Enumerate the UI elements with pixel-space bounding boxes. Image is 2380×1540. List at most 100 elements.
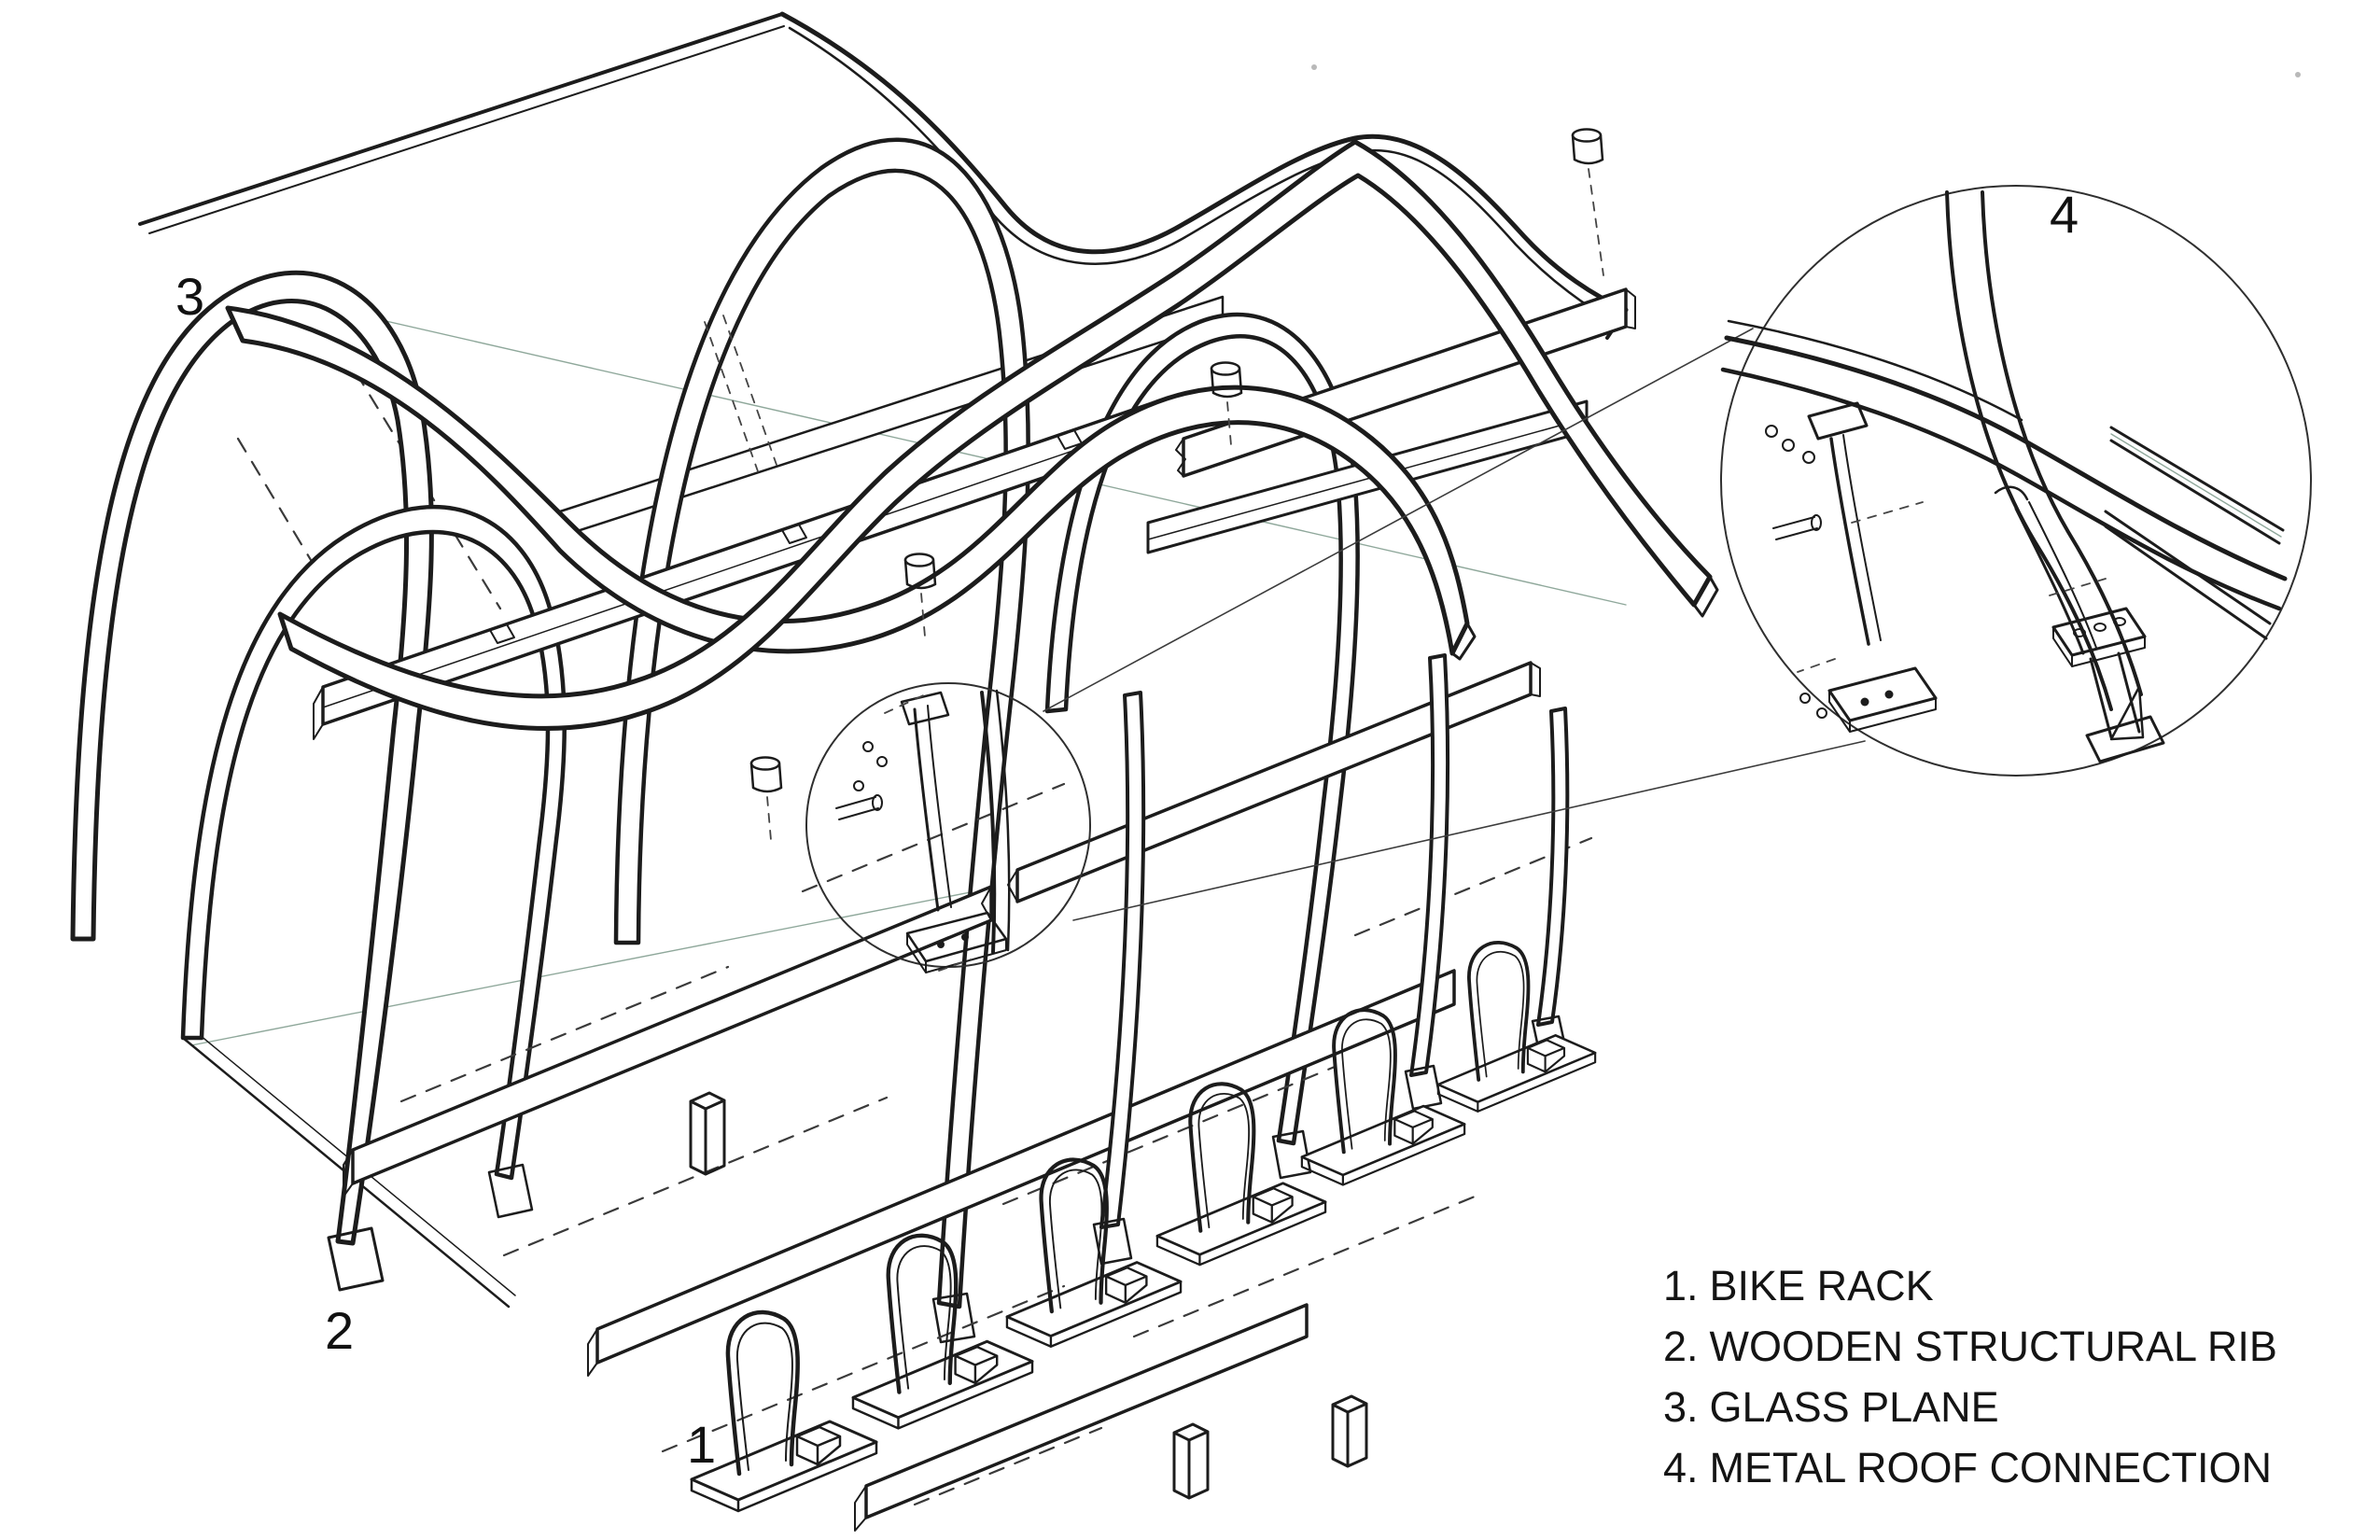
connection-pegs [749,128,1604,841]
drawing-stroke [779,11,1629,313]
drawing-stroke [1226,401,1232,446]
drawing-stroke [2295,72,2301,77]
drawing-stroke [1072,740,1866,921]
drawing-stroke [2028,501,2097,649]
drawing-stroke [1424,653,1449,1074]
drawing-stroke [1210,361,1241,376]
drawing-stroke [913,1426,1103,1506]
drawing-stroke [749,762,783,793]
metal-strap [2014,507,2085,655]
legend-item-label: BIKE RACK [1709,1262,1934,1309]
drawing-stroke [1530,662,1541,697]
drawing-stroke [884,692,972,972]
drawing-stroke [906,932,1007,973]
wooden-rib-arch-1 [70,270,434,1292]
wave-roof-band-upper [225,305,1477,661]
drawing-stroke [835,796,879,820]
drawing-stroke [1571,128,1603,143]
legend-item: 4. METAL ROOF CONNECTION [1663,1444,2277,1505]
legend-item-number: 3. [1663,1383,1699,1431]
drawing-stroke [399,965,730,1103]
drawing-stroke [1116,691,1145,1226]
drawing-stroke [872,794,883,811]
legend-item: 1. BIKE RACK [1663,1262,2277,1323]
legend-item-number: 2. [1663,1323,1699,1370]
drawing-stroke [1811,514,1822,531]
legend-item-number: 1. [1663,1262,1699,1309]
bike-rack-6 [1435,940,1598,1113]
drawing-stroke [749,756,781,771]
drawing-stroke [613,137,1030,1309]
wooden-rib-arch-3 [613,137,1030,1344]
rib-2-foot [487,1163,534,1219]
drawing-stroke [1860,697,1869,707]
drawing-stroke [1311,64,1317,70]
drawing-stroke [1588,168,1604,276]
drawing-stroke [190,888,990,1046]
post-footing [2085,715,2165,763]
left-strap [1829,437,1870,646]
wave-roof-band-lower [277,139,1719,731]
drawing-stroke [980,691,997,954]
ground-beams [343,661,1541,1532]
drawing-stroke [2109,685,2145,741]
drawing-stroke [1147,417,1588,540]
rib-1-foot [327,1226,385,1292]
peg [903,553,937,637]
drawing-stroke [1782,439,1795,452]
drawing-stroke [900,691,950,726]
post [2089,651,2141,739]
drawing-stroke [225,305,1470,656]
rib-edge-right [1981,190,2143,696]
wooden-rib-arch-2 [180,505,567,1219]
drawing-stroke [1720,185,2312,777]
drawing-stroke [1692,575,1719,618]
drawing-stroke [937,941,945,948]
drawing-stroke [1450,622,1477,661]
detail-source-circle [805,682,1091,973]
drawing-stroke [903,553,935,567]
drawing-stroke [1772,516,1818,540]
drawing-stroke [689,1091,726,1176]
callout-number-1: 1 [687,1415,717,1474]
drawing-stroke [200,530,550,1176]
drawing-stroke [340,347,502,610]
peg [1210,361,1243,446]
drawing-stroke [1994,485,2029,501]
metal-roof-connection-detail [1720,185,2312,777]
drawing-stroke [1828,690,1937,733]
drawing-stroke [862,741,874,752]
drawing-stroke [1802,451,1815,464]
drawing-stroke [1015,661,1533,903]
drawing-stroke [343,1149,354,1197]
drawing-stroke [1331,1394,1368,1468]
anchor-sleeves [689,1091,1368,1500]
drawing-stroke [489,623,515,644]
bike-racks [692,940,1598,1511]
drawing-stroke [766,796,772,841]
drawing-stroke [70,270,434,1246]
paper-marks [1311,64,2301,77]
drawing-stroke [961,933,969,941]
leader-lines [1043,328,1866,921]
drawing-stroke [1816,707,1827,719]
legend-item-label: METAL ROOF CONNECTION [1709,1444,2273,1491]
drawing-stroke [853,780,864,791]
drawing-stroke [995,689,1011,952]
drawing-stroke [876,756,888,767]
drawing-stroke [148,25,785,234]
callout-number-3: 3 [175,267,205,326]
drawing-stroke [351,885,993,1185]
callout-number-2: 2 [325,1301,355,1360]
drawing-stroke [2093,623,2107,632]
legend-item-label: WOODEN STRUCTURAL RIB [1709,1323,2277,1370]
drawing-stroke [138,12,784,226]
drawing-stroke [236,437,324,581]
peg [1571,128,1604,276]
drawing-stroke [1765,425,1778,438]
drawing-stroke [1043,328,1754,712]
drawing-stroke [91,299,409,1243]
legend: 1. BIKE RACK 2. WOODEN STRUCTURAL RIB 3.… [1663,1262,2277,1505]
drawing-stroke [854,1485,867,1532]
